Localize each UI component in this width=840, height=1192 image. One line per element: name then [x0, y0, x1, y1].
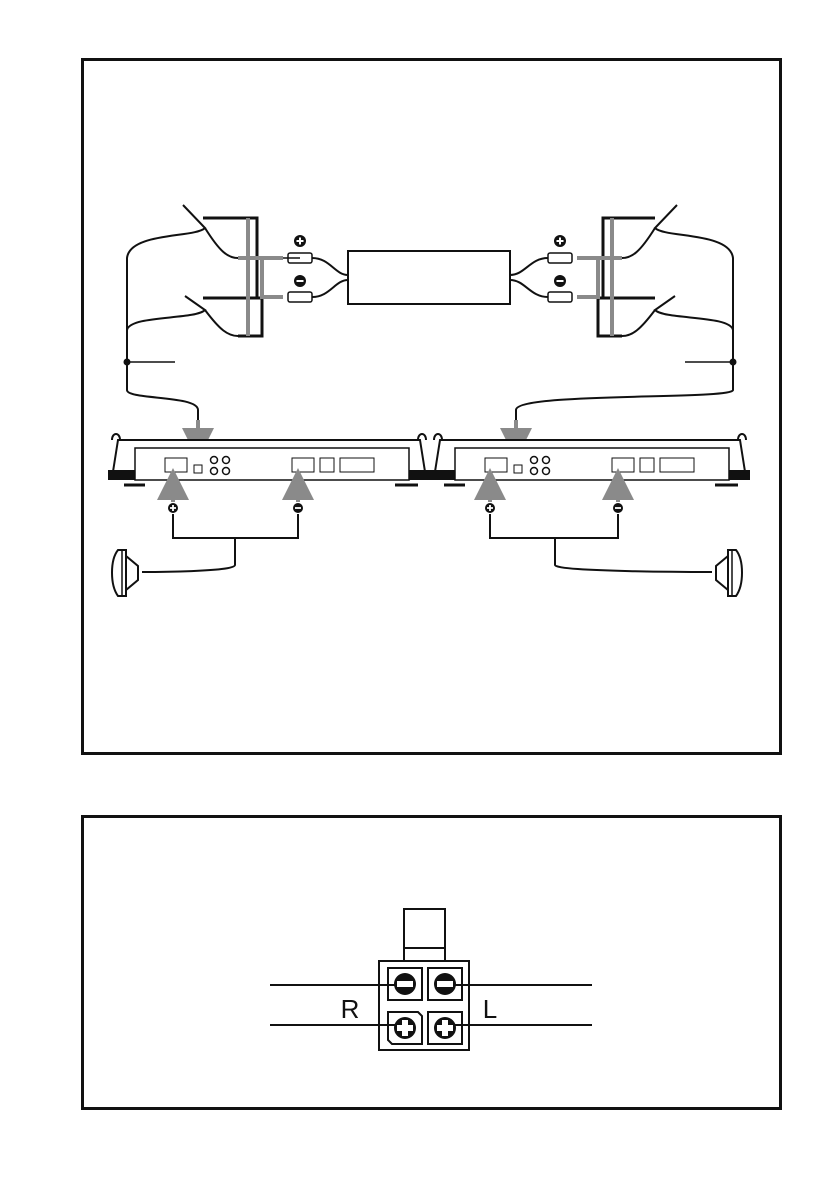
right-guide-minus: [577, 258, 598, 297]
right-wire-upper: [655, 205, 733, 362]
right-lead-to-amp: [516, 362, 733, 432]
right-unit-wire: [510, 258, 548, 275]
left-bracket-lower: [203, 298, 262, 336]
right-wire-upper-branch: [622, 228, 655, 258]
plus-circle-icon: [554, 235, 566, 247]
connector-body: [379, 961, 469, 1050]
left-unit-wire: [312, 258, 348, 275]
right-wire-lower-branch: [622, 310, 655, 336]
minus-circle-icon: [293, 503, 303, 513]
minus-circle-icon: [554, 275, 566, 287]
plus-circle-icon: [434, 1017, 456, 1039]
left-lead-to-amp: [127, 362, 198, 432]
label-r: R: [341, 994, 360, 1024]
right-wire-lower: [655, 296, 733, 330]
plus-circle-icon: [394, 1017, 416, 1039]
left-wire-upper-branch: [205, 228, 238, 258]
left-guide-minus: [262, 258, 283, 297]
left-wire-upper: [127, 205, 205, 362]
minus-circle-icon: [294, 275, 306, 287]
left-wire-lower-branch: [205, 310, 238, 336]
minus-circle-icon: [394, 973, 416, 995]
connector-diagram: [270, 909, 592, 1050]
right-bracket-lower: [598, 298, 655, 336]
wiring-diagram: [108, 205, 750, 596]
plus-circle-icon: [485, 503, 495, 513]
right-speaker-lead: [490, 514, 618, 538]
right-plus-terminal: [548, 253, 572, 263]
minus-circle-icon: [613, 503, 623, 513]
head-unit-box: [348, 251, 510, 304]
left-speaker-icon: [112, 550, 138, 596]
left-wire-lower: [127, 296, 205, 330]
left-speaker-lead: [173, 514, 298, 538]
plus-circle-icon: [168, 503, 178, 513]
right-speaker-cable: [555, 538, 712, 572]
left-speaker-cable: [142, 538, 235, 572]
right-speaker-icon: [716, 550, 742, 596]
left-minus-terminal: [288, 292, 312, 302]
connector-latch: [404, 909, 445, 961]
right-amplifier: [430, 434, 750, 485]
right-minus-terminal: [548, 292, 572, 302]
minus-circle-icon: [434, 973, 456, 995]
left-amplifier: [108, 434, 430, 485]
label-l: L: [483, 994, 497, 1024]
plus-circle-icon: [294, 235, 306, 247]
